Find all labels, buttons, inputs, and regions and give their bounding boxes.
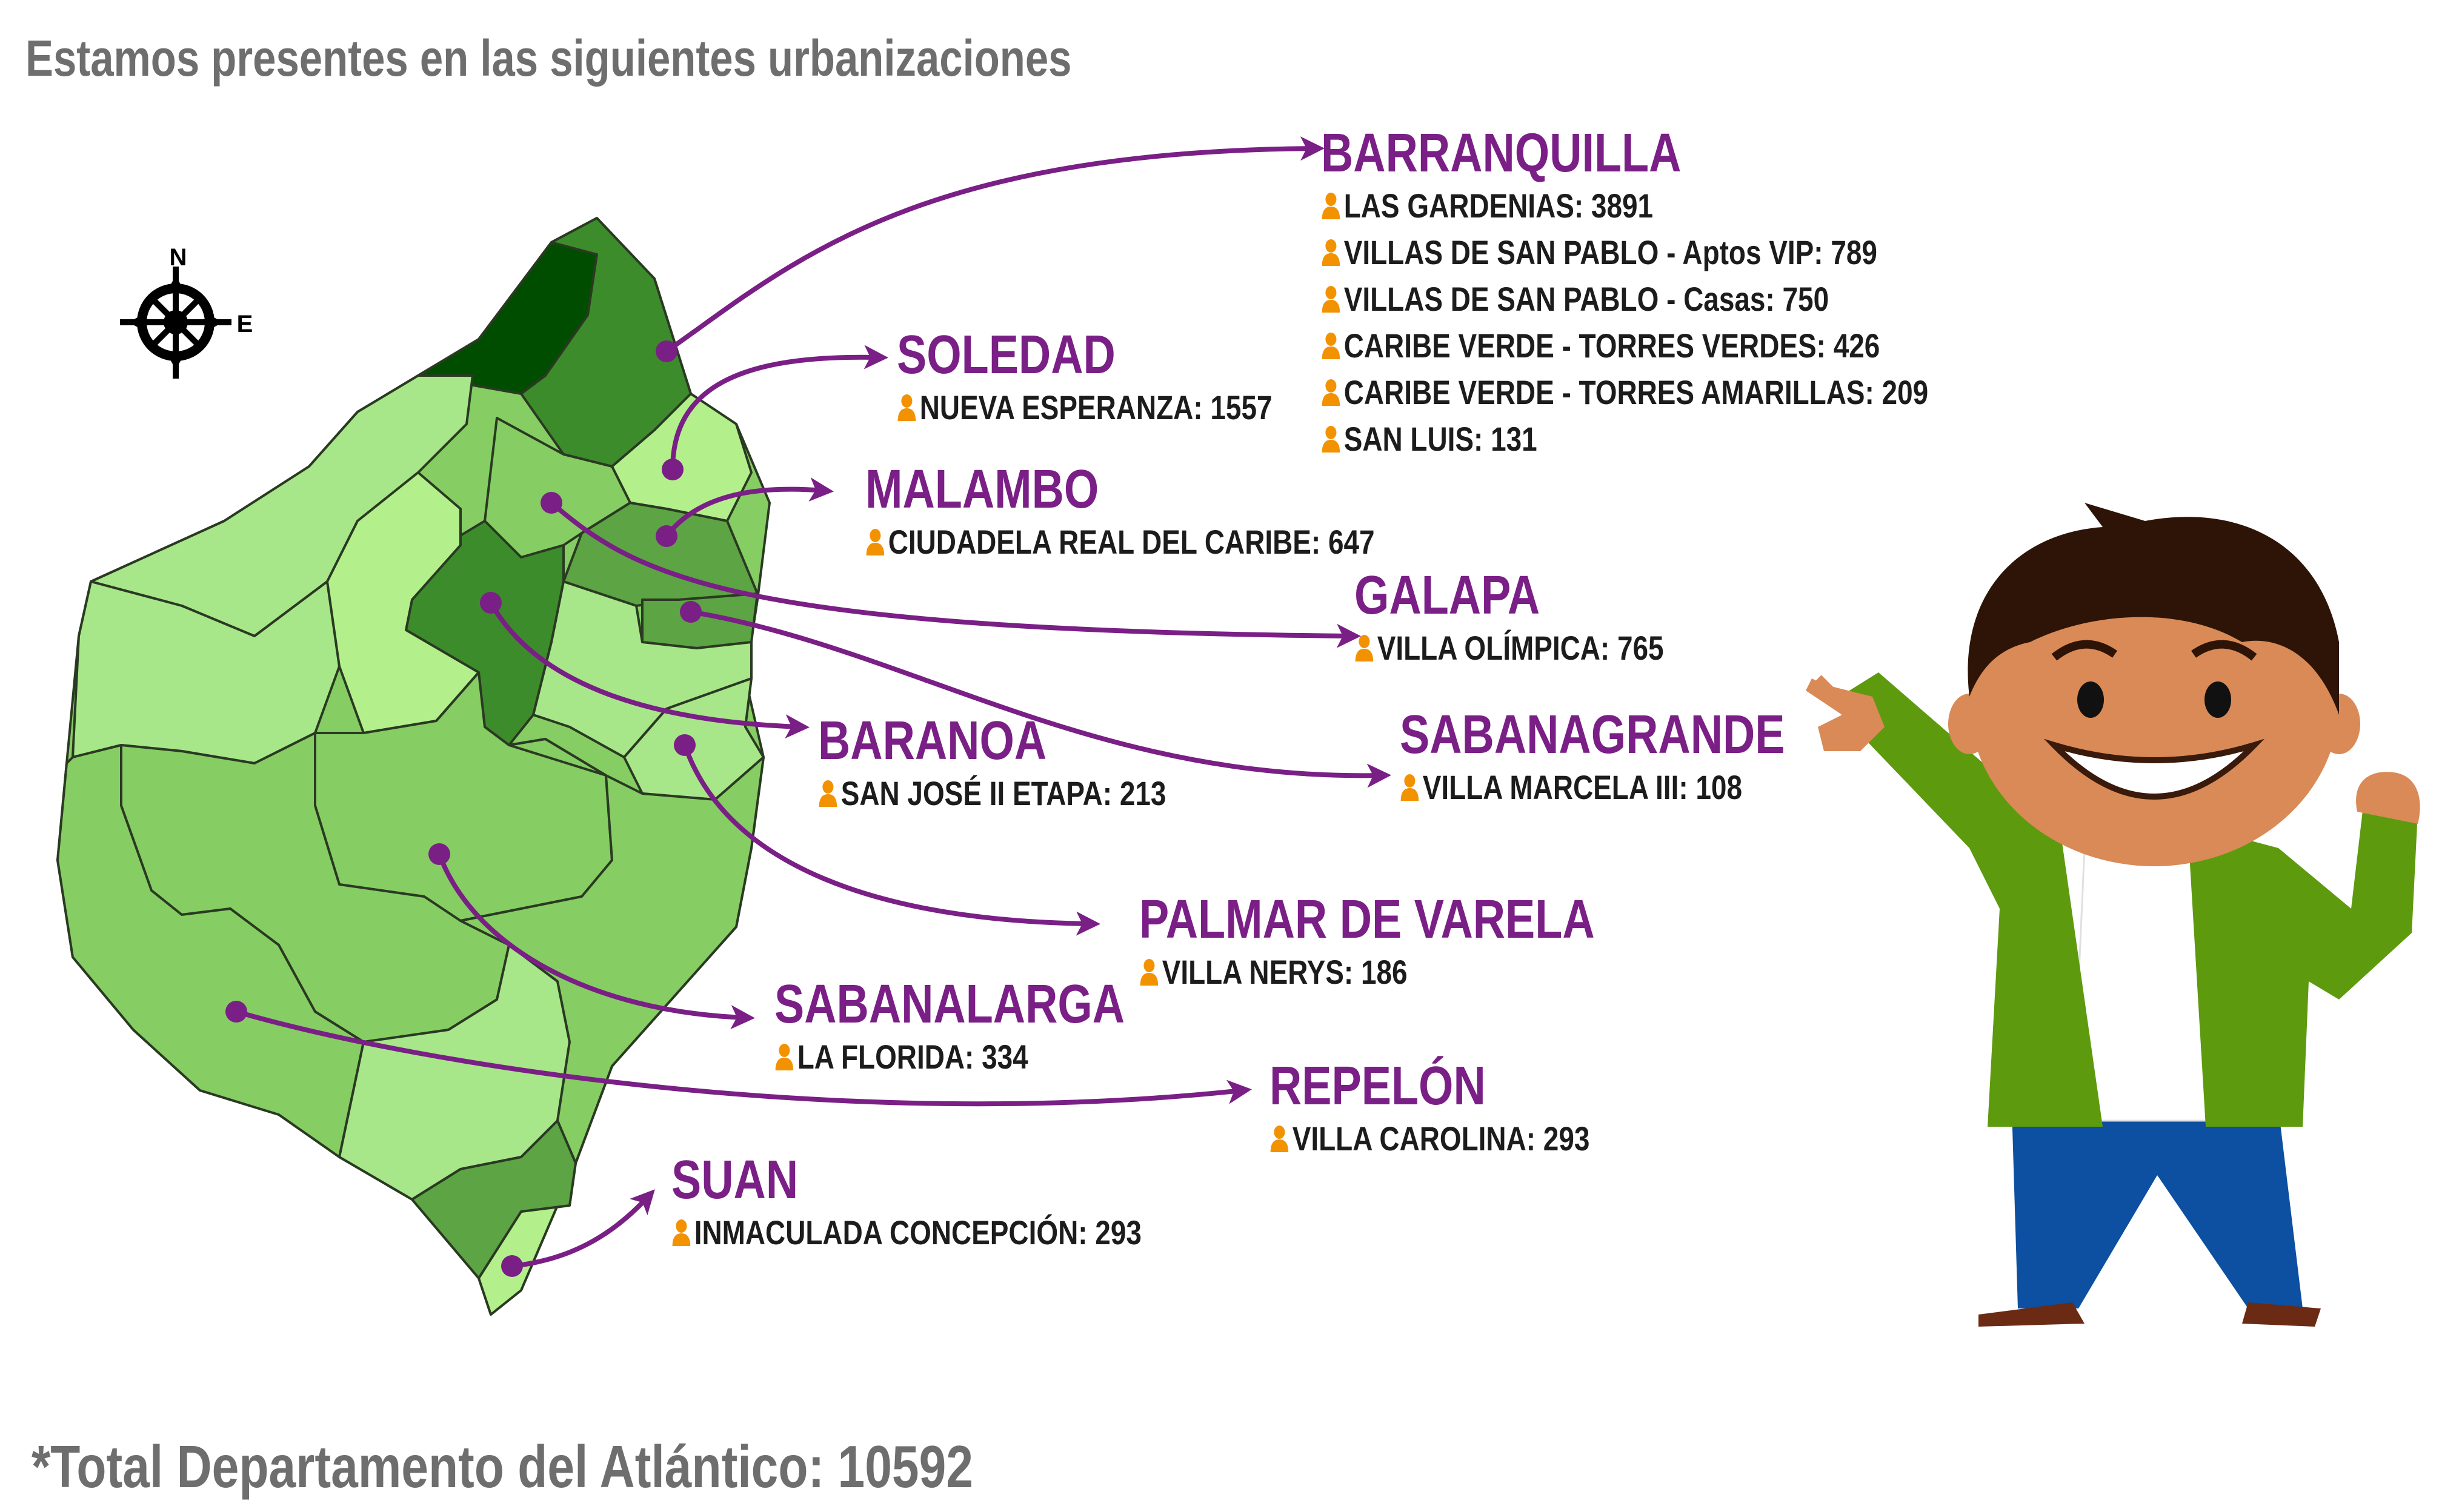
department-map bbox=[56, 217, 771, 1316]
city-name-suan: SUAN bbox=[671, 1150, 799, 1210]
arrow-soledad bbox=[670, 345, 888, 470]
development-label: VILLA CAROLINA: 293 bbox=[1292, 1119, 1590, 1158]
development-label: LAS GARDENIAS: 3891 bbox=[1343, 187, 1654, 225]
person-icon bbox=[1322, 332, 1340, 359]
person-icon bbox=[1270, 1125, 1289, 1152]
development-label: VILLAS DE SAN PABLO - Aptos VIP: 789 bbox=[1343, 233, 1877, 271]
character-left-eye bbox=[2077, 681, 2104, 718]
character-waving-hand bbox=[2356, 772, 2420, 824]
department-total: *Total Departamento del Atlántico: 10592 bbox=[32, 1433, 974, 1500]
city-block-suan: SUAN INMACULADA CONCEPCIÓN: 293 bbox=[671, 1151, 1245, 1256]
person-icon bbox=[1322, 425, 1340, 453]
person-icon bbox=[866, 528, 885, 555]
city-block-baranoa: BARANOA SAN JOSÉ II ETAPA: 213 bbox=[818, 712, 1243, 817]
development-label: NUEVA ESPERANZA: 1557 bbox=[919, 388, 1273, 426]
character-pointing-hand bbox=[1806, 678, 1885, 751]
development-item: LA FLORIDA: 334 bbox=[774, 1033, 1125, 1080]
person-icon bbox=[819, 780, 837, 807]
compass-east-label: E bbox=[237, 311, 253, 337]
person-icon bbox=[1322, 379, 1340, 406]
character-jacket bbox=[1830, 672, 2103, 1127]
city-block-galapa: GALAPA VILLA OLÍMPICA: 765 bbox=[1354, 566, 1732, 671]
city-name-soledad: SOLEDAD bbox=[897, 325, 1116, 385]
development-label: INMACULADA CONCEPCIÓN: 293 bbox=[694, 1213, 1142, 1252]
development-label: VILLA OLÍMPICA: 765 bbox=[1377, 629, 1664, 667]
arrow-repelon bbox=[235, 1009, 1252, 1107]
arrow-galapa bbox=[550, 500, 1361, 648]
city-block-sabanalarga: SABANALARGA LA FLORIDA: 334 bbox=[774, 975, 1202, 1080]
development-label: SAN JOSÉ II ETAPA: 213 bbox=[840, 774, 1166, 812]
character-left-shoe bbox=[1978, 1302, 2085, 1327]
development-item: CIUDADELA REAL DEL CARIBE: 647 bbox=[865, 519, 1375, 565]
city-block-sabanagrande: SABANAGRANDE VILLA MARCELA III: 108 bbox=[1400, 706, 1869, 811]
character-hair bbox=[1968, 503, 2339, 715]
character-smile bbox=[2043, 738, 2265, 800]
cartoon-character bbox=[1806, 503, 2420, 1327]
person-icon bbox=[1322, 192, 1340, 219]
city-name-repelon: REPELÓN bbox=[1269, 1056, 1486, 1116]
arrow-malambo bbox=[664, 477, 834, 538]
arrow-origin-dots bbox=[225, 340, 702, 1277]
person-icon bbox=[672, 1219, 691, 1246]
development-label: VILLA NERYS: 186 bbox=[1162, 953, 1408, 991]
development-label: CARIBE VERDE - TORRES AMARILLAS: 209 bbox=[1343, 373, 1929, 411]
arrow-palmar bbox=[682, 744, 1100, 936]
development-item: SAN LUIS: 131 bbox=[1321, 416, 1928, 462]
arrow-baranoa bbox=[488, 602, 810, 739]
city-name-galapa: GALAPA bbox=[1354, 565, 1540, 626]
arrow-barranquilla bbox=[665, 136, 1325, 354]
city-name-malambo: MALAMBO bbox=[865, 459, 1099, 520]
development-item: NUEVA ESPERANZA: 1557 bbox=[897, 384, 1273, 431]
development-label: CARIBE VERDE - TORRES VERDES: 426 bbox=[1343, 327, 1880, 365]
city-name-palmar-de-varela: PALMAR DE VARELA bbox=[1139, 889, 1595, 950]
city-block-malambo: MALAMBO CIUDADELA REAL DEL CARIBE: 647 bbox=[865, 460, 1486, 565]
development-item: LAS GARDENIAS: 3891 bbox=[1321, 182, 1928, 229]
arrow-suan bbox=[511, 1189, 655, 1268]
development-label: SAN LUIS: 131 bbox=[1343, 420, 1537, 458]
map-region-repelon bbox=[56, 744, 365, 1158]
map-region-center-small bbox=[326, 471, 480, 734]
development-label: LA FLORIDA: 334 bbox=[797, 1038, 1028, 1076]
development-item: INMACULADA CONCEPCIÓN: 293 bbox=[671, 1209, 1142, 1256]
city-name-sabanalarga: SABANALARGA bbox=[774, 974, 1125, 1035]
development-item: VILLA MARCELA III: 108 bbox=[1400, 764, 1785, 811]
arrow-sabanagrande bbox=[690, 609, 1391, 788]
arrow-sabanalarga bbox=[437, 853, 755, 1030]
person-icon bbox=[1322, 239, 1340, 266]
development-item: CARIBE VERDE - TORRES AMARILLAS: 209 bbox=[1321, 369, 1928, 416]
character-right-shoe bbox=[2242, 1302, 2321, 1327]
development-item: CARIBE VERDE - TORRES VERDES: 426 bbox=[1321, 322, 1928, 369]
page-title: Estamos presentes en las siguientes urba… bbox=[25, 30, 1072, 87]
development-item: VILLAS DE SAN PABLO - Aptos VIP: 789 bbox=[1321, 229, 1928, 276]
development-item: VILLA OLÍMPICA: 765 bbox=[1354, 625, 1664, 671]
city-name-barranquilla: BARRANQUILLA bbox=[1321, 123, 1682, 184]
compass-icon: N E bbox=[120, 244, 253, 379]
development-item: SAN JOSÉ II ETAPA: 213 bbox=[818, 770, 1166, 817]
person-icon bbox=[1355, 634, 1374, 662]
person-icon bbox=[1400, 774, 1419, 801]
compass-north-label: N bbox=[170, 244, 187, 271]
city-name-baranoa: BARANOA bbox=[818, 711, 1047, 771]
development-label: VILLA MARCELA III: 108 bbox=[1422, 768, 1742, 806]
city-block-barranquilla: BARRANQUILLA LAS GARDENIAS: 3891 VILLAS … bbox=[1321, 124, 2061, 462]
person-icon bbox=[775, 1043, 794, 1070]
development-label: VILLAS DE SAN PABLO - Casas: 750 bbox=[1343, 280, 1829, 318]
city-name-sabanagrande: SABANAGRANDE bbox=[1400, 705, 1785, 765]
development-item: VILLA CAROLINA: 293 bbox=[1269, 1115, 1589, 1162]
person-icon bbox=[897, 394, 916, 421]
city-block-repelon: REPELÓN VILLA CAROLINA: 293 bbox=[1269, 1057, 1660, 1162]
character-jacket-right bbox=[2188, 806, 2418, 1127]
development-item: VILLAS DE SAN PABLO - Casas: 750 bbox=[1321, 276, 1928, 322]
person-icon bbox=[1322, 285, 1340, 313]
person-icon bbox=[1140, 958, 1159, 986]
development-label: CIUDADELA REAL DEL CARIBE: 647 bbox=[888, 523, 1375, 561]
character-right-eye bbox=[2204, 681, 2231, 718]
development-item: VILLA NERYS: 186 bbox=[1139, 949, 1595, 995]
map-region-far-south bbox=[411, 1119, 577, 1279]
connection-arrows bbox=[235, 136, 1391, 1268]
city-block-palmar-de-varela: PALMAR DE VARELA VILLA NERYS: 186 bbox=[1139, 890, 1695, 995]
city-block-soledad: SOLEDAD NUEVA ESPERANZA: 1557 bbox=[897, 326, 1355, 431]
character-pants bbox=[2012, 1109, 2303, 1308]
